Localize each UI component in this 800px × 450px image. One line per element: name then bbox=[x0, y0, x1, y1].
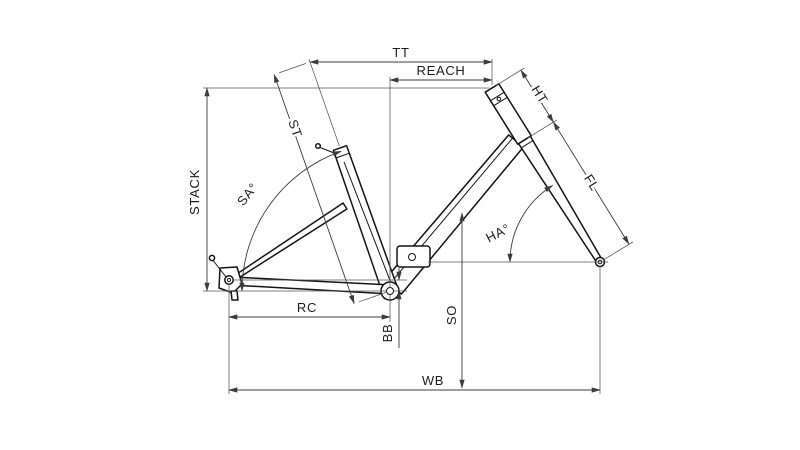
headset-line-bottom bbox=[493, 96, 508, 107]
headset-line-top bbox=[490, 91, 505, 102]
dimension-bb: BB bbox=[233, 268, 407, 348]
seat-qr-nut bbox=[314, 142, 322, 150]
ht-label: HT bbox=[528, 83, 551, 107]
bb-label: BB bbox=[380, 324, 395, 343]
sa-label: SA° bbox=[234, 180, 261, 209]
headset-bolt bbox=[496, 96, 502, 102]
fork-crown-line bbox=[520, 140, 534, 149]
fl-label: FL bbox=[581, 172, 603, 194]
axle-qr-lever bbox=[211, 258, 227, 278]
stack-label: STACK bbox=[187, 169, 202, 215]
dimension-stack: STACK bbox=[185, 87, 489, 292]
dimension-fl: FL bbox=[553, 121, 634, 261]
seat-stay bbox=[228, 202, 348, 284]
so-label: SO bbox=[444, 305, 459, 325]
bike-frame-drawing bbox=[208, 83, 606, 301]
st-label: ST bbox=[285, 118, 305, 140]
dimension-wb: WB bbox=[228, 266, 601, 394]
down-tube bbox=[383, 134, 525, 295]
motor-box bbox=[396, 245, 431, 268]
fork-blade bbox=[517, 135, 604, 265]
wb-label: WB bbox=[422, 373, 444, 388]
rc-label: RC bbox=[297, 300, 317, 315]
dimension-st: ST bbox=[273, 63, 387, 305]
dimension-so: SO bbox=[442, 212, 465, 389]
dimension-tt: TT bbox=[308, 43, 493, 147]
reach-label: REACH bbox=[416, 63, 465, 78]
axle-qr-head bbox=[208, 254, 216, 262]
dimension-reach: REACH bbox=[389, 61, 493, 288]
derailleur-hanger bbox=[230, 290, 239, 301]
motor-bolt bbox=[408, 253, 416, 261]
rear-axle-center bbox=[226, 277, 232, 283]
dimension-rc: RC bbox=[228, 284, 391, 394]
seat-qr-lever bbox=[318, 146, 335, 154]
ha-label: HA° bbox=[483, 221, 512, 246]
seat-tube-seam bbox=[343, 161, 392, 284]
tt-label: TT bbox=[392, 45, 409, 60]
rear-axle bbox=[224, 275, 234, 285]
